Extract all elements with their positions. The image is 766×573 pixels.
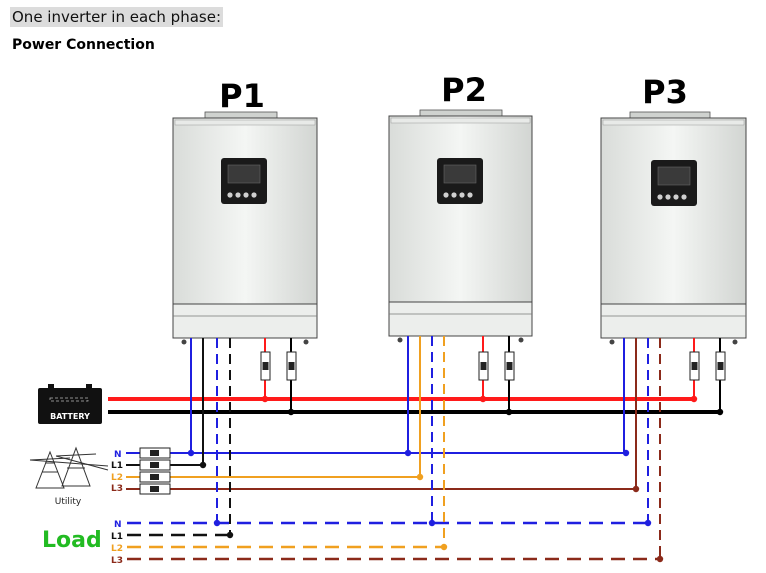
load-l2-label: L2	[111, 544, 123, 554]
load-l1-label: L1	[111, 532, 123, 542]
inverter-p3-label: P3	[642, 73, 688, 111]
utility-label: Utility	[55, 497, 82, 507]
utility-l2-label: L2	[111, 473, 123, 483]
utility-tower-icon	[29, 446, 109, 489]
battery-icon: BATTERY	[38, 384, 102, 424]
load-l3-label: L3	[111, 556, 123, 566]
load-n-label: N	[114, 520, 122, 530]
battery-label: BATTERY	[50, 412, 90, 421]
inverter-p3: P3	[600, 73, 747, 345]
page-subheading: Power Connection	[12, 37, 155, 53]
utility-bus: N L1 L2 L3	[111, 336, 640, 495]
battery-bus	[108, 336, 726, 416]
load-bus: Load N L1 L2 L3	[42, 336, 664, 566]
utility-l1-label: L1	[111, 461, 123, 471]
utility-l3-label: L3	[111, 484, 123, 494]
inverter-p1-label: P1	[219, 77, 265, 115]
inverter-p2-label: P2	[441, 71, 487, 109]
inverter-p1: P1	[172, 77, 318, 345]
load-label: Load	[42, 528, 102, 553]
utility-n-label: N	[114, 450, 122, 460]
ac-breaker-icon	[139, 447, 171, 495]
dc-breaker-icon	[260, 351, 726, 381]
inverter-p2: P2	[388, 71, 533, 343]
page-heading: One inverter in each phase:	[10, 7, 224, 27]
